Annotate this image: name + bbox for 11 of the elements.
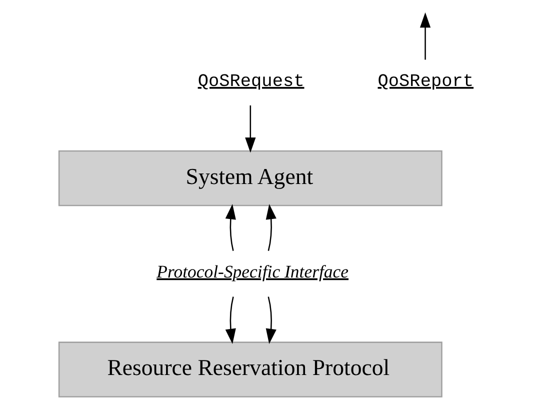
arrow [266,204,276,251]
node-box: System Agent [58,150,442,206]
node-text: QoSReport [378,72,474,92]
arrow [420,12,431,60]
arrow [225,204,236,251]
node-text: Protocol-Specific Interface [156,261,349,282]
node-text: QoSRequest [198,72,304,92]
arrow [225,296,236,344]
node-box: Resource Reservation Protocol [58,342,442,398]
arrow [245,105,256,153]
arrow [266,296,276,344]
